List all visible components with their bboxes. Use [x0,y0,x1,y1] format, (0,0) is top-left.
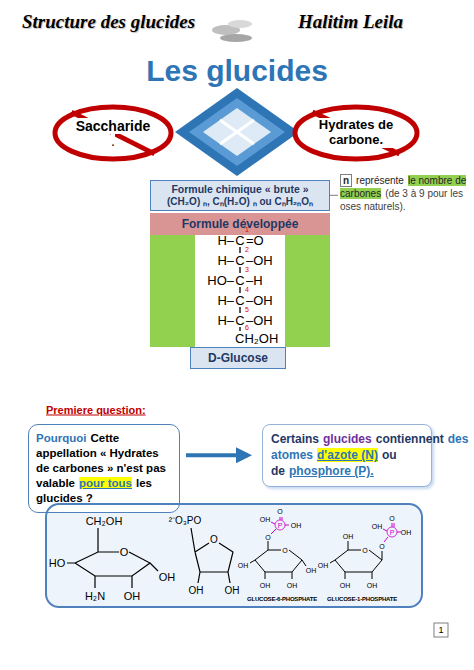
cross-out-line [72,112,155,154]
question-box: PourquoiCette appellation « Hydrates de … [28,424,180,513]
formula-atom: H₂N [85,591,105,602]
formula-atom: OH [159,572,176,583]
cross-out-line [312,112,399,154]
formula-atom: OH [189,586,204,596]
formula-atom: H– [217,254,234,267]
formula-atom: –OH [246,254,273,267]
band-heading: Formule développée [150,213,330,235]
formula-atom: O [282,547,287,554]
formula-atom: H– [217,314,234,327]
formula-atom: HO– [207,274,234,287]
formula-atom: O [277,508,282,515]
node-text: Pourquoi [36,432,86,444]
box-fill [46,504,422,607]
node-text: représente [356,175,404,186]
node-text: Saccharide [74,118,153,134]
arrow-connector [186,453,248,457]
formula-atom: O [120,547,129,558]
node-text: Formule chimique « brute » [154,183,326,196]
node-text: GLUCOSE-6-PHOSPHATE [247,596,317,602]
node-text: pour tous [79,477,132,489]
crossed-ellipse: Saccharide. [52,104,174,162]
formula-atom: H– [217,234,234,247]
molecule-bonds [67,517,401,588]
formula-atom: OH [343,533,354,540]
formula-atom: O [265,534,270,541]
node-text: phosphore (P). [289,464,374,478]
formula-atom: –OH [246,314,273,327]
formula-panel [150,235,330,347]
formula-atom: O [379,543,384,550]
answer-box: Certainsglucidescontiennentdes atomesd'a… [262,424,432,487]
node-text: Formule développée [182,217,299,231]
header-text: Halitim Leila [298,12,403,31]
formula-atom: P [278,522,283,529]
formula-atom: H– [217,294,234,307]
node-text: . [111,134,115,148]
formula-box: Formule chimique « brute »(CH₂O) ₙ, Cₙ(H… [150,180,330,211]
formula-atom: C [235,314,244,327]
node-text: Hydrates de carbone. [316,118,396,148]
node-text: n [340,174,352,187]
formula-atom: OH [367,582,378,589]
formula-atom: OH [291,522,302,529]
leader-connector [330,195,338,196]
header-text: Structure des glucides [22,12,195,31]
formula-atom: 2 [245,246,249,253]
formula-atom: –H [246,274,263,287]
callout-note: nreprésentele nombre de carbones(de 3 à … [338,172,470,215]
formula-atom: OH [306,567,317,574]
formula-atom: OH [225,586,240,596]
formula-atom: OH [340,582,351,589]
formula-atom: OH [287,582,298,589]
formula-atom: 3 [245,266,249,273]
formula-atom: OH [401,529,412,536]
formula-atom: O [389,515,394,522]
logo [212,20,252,42]
formula-atom: OH [260,582,271,589]
formula-atom: 6 [245,324,249,331]
node-text: D-Glucose [208,351,268,365]
formula-atom: OH [238,562,249,569]
formula-atom: C [235,254,244,267]
node-text: contiennent [376,432,444,446]
page-title: Les glucides [146,54,328,87]
formula-atom: P [390,529,395,536]
node-text: GLUCOSE-1-PHOSPHATE [327,596,397,602]
diamond-symbol [175,88,299,176]
ellipse-shape [295,107,417,159]
formula-atom: O [362,547,367,554]
formula-atom: CH₂OH [86,516,123,527]
ellipse-shape [55,107,171,159]
page-number: 1 [433,623,448,638]
formula-atom: 1 [245,226,249,233]
formula-atom: C [235,234,244,247]
formula-atom: ²⁻O₃PO [169,516,202,526]
formula-atom: =O [246,234,264,247]
name-box: D-Glucose [190,347,286,369]
formula-atom: –OH [246,294,273,307]
formula-atom: HO [49,558,66,569]
formula-atom: OH [372,523,383,530]
formula-atom: CH₂OH [235,332,278,345]
formula-atom: 5 [245,306,249,313]
crossed-ellipse: Hydrates de carbone. [292,104,420,162]
formula-atom: O [210,535,218,545]
formula-atom: 4 [245,286,249,293]
node-text: d'azote (N) [317,448,378,462]
formula-atom: C [235,274,244,287]
formula-atom: OH [318,562,329,569]
formula-atom: C [235,294,244,307]
question-heading: Premiere question: [46,405,146,416]
node-text: Certains [271,432,319,446]
formula-atom: OH [260,516,271,523]
node-text: glucides [323,432,372,446]
node-text: (CH₂O) ₙ, Cₙ(H₂O) ₙ ou CₙH₂ₙOₙ [154,196,326,208]
formula-atom: OH [124,591,141,602]
